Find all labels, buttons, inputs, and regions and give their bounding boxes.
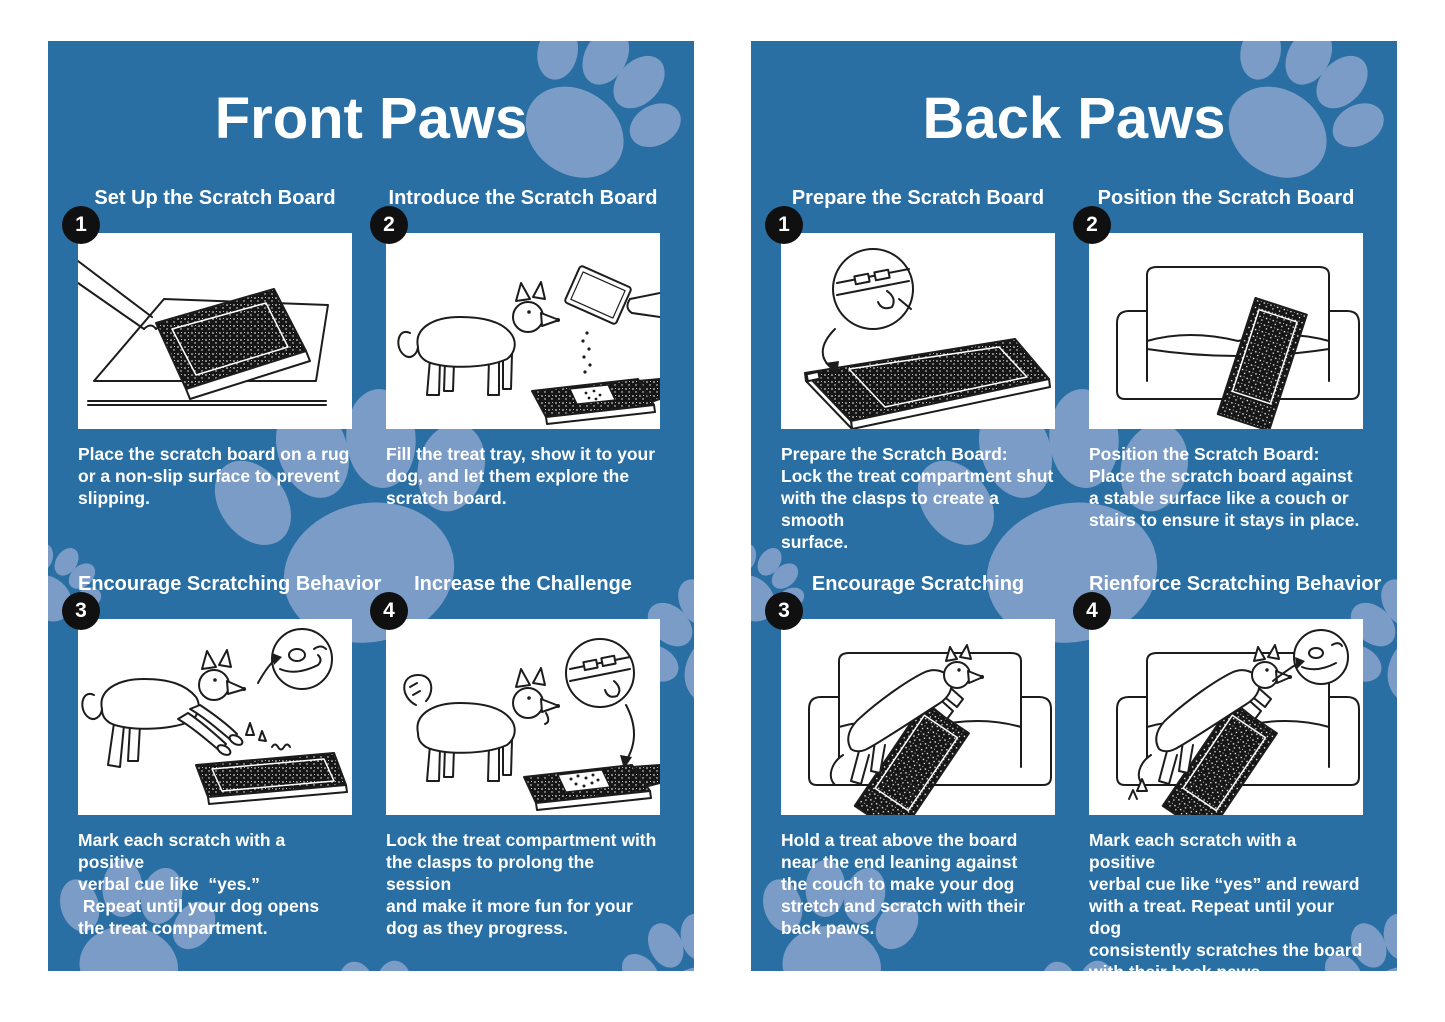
illustration-dog-scratching-board xyxy=(81,628,348,805)
step-number-badge: 3 xyxy=(62,592,100,630)
step-number-badge: 1 xyxy=(62,206,100,244)
step-number-badge: 2 xyxy=(370,206,408,244)
illustration-locking-clasps-flat-board xyxy=(804,248,1051,429)
paw-print-icon xyxy=(282,935,469,971)
step-title: Prepare the Scratch Board xyxy=(791,187,1045,209)
step-number-badge: 3 xyxy=(765,592,803,630)
step-title: Rienforce Scratching Behavior xyxy=(1089,573,1382,595)
step-description: Mark each scratch with a positive verbal… xyxy=(1089,830,1363,971)
step-figure: 1 xyxy=(62,206,352,429)
step-back-3: Encourage Scratching 3 xyxy=(765,573,1055,939)
step-back-4: Rienforce Scratching Behavior 4 xyxy=(1073,573,1382,971)
step-title: Introduce the Scratch Board xyxy=(388,187,658,209)
step-figure: 4 xyxy=(370,592,660,815)
illustration-dog-rewarded-on-board xyxy=(1116,629,1360,815)
illustration-board-leaning-on-couch xyxy=(1116,266,1360,429)
card-back-paws: Back Paws Prepare the Scratch Board 1 xyxy=(751,41,1397,971)
step-front-3: Encourage Scratching Behavior 3 xyxy=(62,573,382,939)
step-number-badge: 4 xyxy=(370,592,408,630)
step-title: Position the Scratch Board xyxy=(1097,187,1355,209)
step-description: Place the scratch board on a rug or a no… xyxy=(78,444,350,508)
step-title: Encourage Scratching xyxy=(811,573,1025,595)
step-description: Position the Scratch Board: Place the sc… xyxy=(1089,444,1360,530)
step-title: Encourage Scratching Behavior xyxy=(78,573,382,595)
step-number-badge: 1 xyxy=(765,206,803,244)
step-number-badge: 4 xyxy=(1073,592,1111,630)
step-title: Set Up the Scratch Board xyxy=(94,187,336,209)
illustration-hand-placing-board-on-rug xyxy=(78,260,329,406)
step-figure: 4 xyxy=(1073,592,1363,815)
step-description: Lock the treat compartment with the clas… xyxy=(386,830,657,938)
step-description: Fill the treat tray, show it to your dog… xyxy=(386,444,656,508)
step-figure: 2 xyxy=(370,206,660,429)
step-figure: 2 xyxy=(1073,206,1363,429)
card-front-paws: Front Paws Set Up the Scratch Board 1 Pl… xyxy=(48,41,694,971)
step-description: Prepare the Scratch Board: Lock the trea… xyxy=(781,444,1054,552)
step-description: Mark each scratch with a positive verbal… xyxy=(78,830,320,938)
card-title: Back Paws xyxy=(922,86,1226,151)
step-front-2: Introduce the Scratch Board 2 xyxy=(370,187,660,509)
step-figure: 3 xyxy=(62,592,352,815)
step-description: Hold a treat above the board near the en… xyxy=(781,830,1026,938)
step-number-badge: 2 xyxy=(1073,206,1111,244)
step-figure: 1 xyxy=(765,206,1055,429)
step-title: Increase the Challenge xyxy=(414,573,632,595)
step-figure: 3 xyxy=(765,592,1055,815)
step-back-2: Position the Scratch Board 2 Position th… xyxy=(1073,187,1363,531)
step-front-1: Set Up the Scratch Board 1 Place the scr… xyxy=(62,187,352,509)
step-back-1: Prepare the Scratch Board 1 xyxy=(765,187,1055,553)
illustration-dog-climbing-board-on-couch xyxy=(808,644,1052,815)
step-front-4: Increase the Challenge 4 xyxy=(370,573,660,939)
illustration-dog-with-locked-board xyxy=(403,638,660,811)
illustration-dog-and-treat-pouring xyxy=(397,265,660,425)
card-title: Front Paws xyxy=(214,86,528,151)
